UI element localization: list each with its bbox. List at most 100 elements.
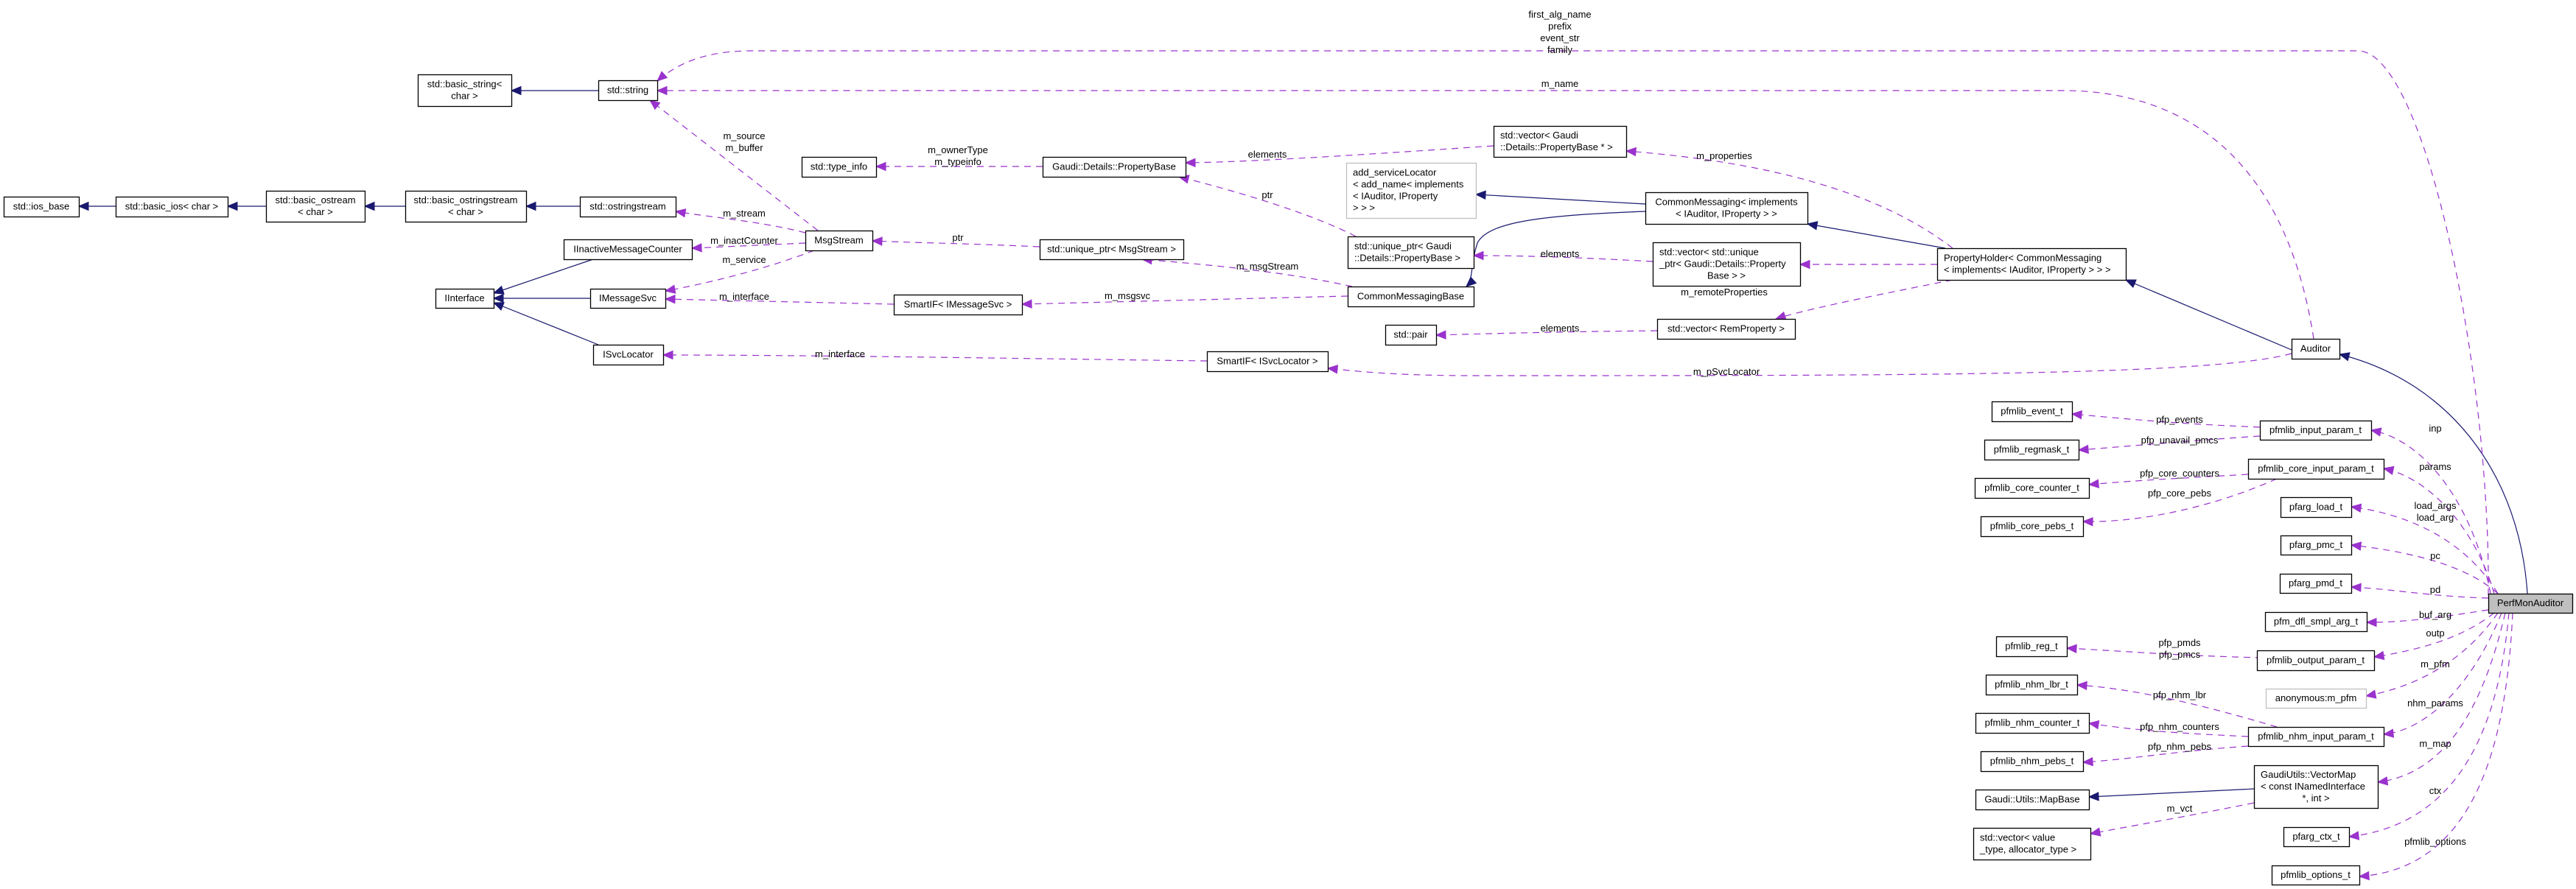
class-node-pair[interactable]: std::pair xyxy=(1385,324,1438,346)
node-label: pfmlib_core_input_param_t xyxy=(2258,463,2374,474)
node-label: std::basic_ios< char > xyxy=(125,201,218,212)
class-node-propertybase[interactable]: Gaudi::Details::PropertyBase xyxy=(1042,156,1187,178)
class-node-basic-ios[interactable]: std::basic_ios< char > xyxy=(115,196,229,218)
member-edge: ptr xyxy=(1177,175,1357,237)
edge-label: m_pSvcLocator xyxy=(1693,366,1760,377)
node-label: std::vector< Gaudi xyxy=(1500,130,1578,141)
node-label: *, int > xyxy=(2302,793,2329,804)
class-node-ios-base[interactable]: std::ios_base xyxy=(3,196,80,218)
edge-label: m_name xyxy=(1541,78,1579,89)
class-node-pfmlib-core-counter-t[interactable]: pfmlib_core_counter_t xyxy=(1974,477,2090,499)
class-node-basic-ostream[interactable]: std::basic_ostream< char > xyxy=(265,190,366,223)
node-label: std::unique_ptr< Gaudi xyxy=(1354,241,1452,252)
class-node-pfmlib-core-pebs-t[interactable]: pfmlib_core_pebs_t xyxy=(1980,516,2085,538)
node-label: std::pair xyxy=(1393,329,1428,340)
node-label: pfmlib_nhm_input_param_t xyxy=(2258,731,2374,742)
class-node-pfmlib-reg-t[interactable]: pfmlib_reg_t xyxy=(1995,636,2068,658)
class-node-unique-ptr-propertybase[interactable]: std::unique_ptr< Gaudi::Details::Propert… xyxy=(1347,236,1475,270)
edge-label: params xyxy=(2419,461,2451,472)
class-node-pfmlib-input-param-t[interactable]: pfmlib_input_param_t xyxy=(2259,420,2373,441)
class-node-pfmlib-nhm-input-param-t[interactable]: pfmlib_nhm_input_param_t xyxy=(2247,726,2385,748)
member-edge: pfp_core_counters xyxy=(2087,468,2249,488)
class-node-unique-ptr-msgstream[interactable]: std::unique_ptr< MsgStream > xyxy=(1039,239,1185,261)
node-label: Gaudi::Details::PropertyBase xyxy=(1052,161,1176,172)
inheritance-edge xyxy=(1806,221,1946,249)
class-node-pfmlib-regmask-t[interactable]: pfmlib_regmask_t xyxy=(1984,439,2080,461)
edge-label: family xyxy=(1547,44,1572,55)
class-node-iinactivemessagecounter[interactable]: IInactiveMessageCounter xyxy=(563,239,693,261)
node-label: < const INamedInterface xyxy=(2261,781,2365,792)
class-node-propertyholder[interactable]: PropertyHolder< CommonMessaging< impleme… xyxy=(1936,247,2127,281)
class-node-add-servicelocator[interactable]: add_serviceLocator< add_name< implements… xyxy=(1345,162,1477,219)
node-label: Auditor xyxy=(2300,343,2331,354)
class-node-pfmlib-core-input-param-t[interactable]: pfmlib_core_input_param_t xyxy=(2247,458,2385,480)
class-node-msgstream[interactable]: MsgStream xyxy=(805,230,874,252)
class-node-pfm-dfl-smpl-arg-t[interactable]: pfm_dfl_smpl_arg_t xyxy=(2264,611,2368,633)
edge-label: buf_arg xyxy=(2419,609,2451,620)
member-edge: pfp_unavail_pmcs xyxy=(2077,435,2261,454)
class-node-ostringstream[interactable]: std::ostringstream xyxy=(579,196,677,218)
class-node-auditor[interactable]: Auditor xyxy=(2291,338,2341,360)
class-node-vectormap[interactable]: GaudiUtils::VectorMap< const INamedInter… xyxy=(2253,765,2379,809)
node-label: pfmlib_core_counter_t xyxy=(1984,482,2079,493)
inheritance-edge xyxy=(2124,279,2292,351)
class-node-pfarg-load-t[interactable]: pfarg_load_t xyxy=(2280,496,2353,519)
edge-label: m_msgStream xyxy=(1236,261,1299,272)
class-node-pfmlib-options-t[interactable]: pfmlib_options_t xyxy=(2271,865,2361,886)
edge-label: load_arg xyxy=(2417,512,2454,523)
member-edge: m_msgsvc xyxy=(1021,290,1348,309)
class-node-basic-string[interactable]: std::basic_string<char > xyxy=(417,74,513,108)
class-node-smartif-imessagesvc[interactable]: SmartIF< IMessageSvc > xyxy=(893,294,1023,316)
node-label: ISvcLocator xyxy=(603,349,654,360)
member-edge: m_interface xyxy=(662,348,1208,362)
class-node-smartif-isvclocator[interactable]: SmartIF< ISvcLocator > xyxy=(1206,351,1329,373)
class-node-pfmlib-output-param-t[interactable]: pfmlib_output_param_t xyxy=(2256,650,2376,672)
class-node-mapbase[interactable]: Gaudi::Utils::MapBase xyxy=(1975,789,2090,811)
member-edge: outp xyxy=(2373,612,2495,661)
class-node-vector-remproperty[interactable]: std::vector< RemProperty > xyxy=(1656,318,1796,340)
class-node-basic-ostringstream[interactable]: std::basic_ostringstream< char > xyxy=(405,190,528,223)
edge-label: m_interface xyxy=(815,348,865,359)
node-label: SmartIF< ISvcLocator > xyxy=(1217,356,1317,367)
class-node-pfarg-pmc-t[interactable]: pfarg_pmc_t xyxy=(2280,535,2353,556)
class-node-iinterface[interactable]: IInterface xyxy=(435,288,495,309)
class-node-commonmessagingbase[interactable]: CommonMessagingBase xyxy=(1347,286,1475,308)
edge-label: elements xyxy=(1248,149,1287,160)
node-label: std::basic_ostream xyxy=(275,194,355,205)
class-node-vector-propertybase-ptr[interactable]: std::vector< Gaudi::Details::PropertyBas… xyxy=(1493,125,1628,158)
member-edge: pfp_nhm_pebs xyxy=(2082,741,2249,767)
class-node-pfarg-pmd-t[interactable]: pfarg_pmd_t xyxy=(2279,573,2353,594)
class-node-perfmonauditor[interactable]: PerfMonAuditor xyxy=(2488,593,2574,614)
class-node-string[interactable]: std::string xyxy=(598,80,659,102)
node-label: anonymous:m_pfm xyxy=(2275,692,2357,703)
node-label: _type, allocator_type > xyxy=(1979,844,2076,855)
class-node-vector-value-type[interactable]: std::vector< value_type, allocator_type … xyxy=(1973,827,2092,861)
edge-label: pc xyxy=(2430,550,2440,561)
class-node-anonymous-m-pfm[interactable]: anonymous:m_pfm xyxy=(2265,688,2367,709)
member-edge: pfp_events xyxy=(2071,410,2261,428)
class-node-isvclocator[interactable]: ISvcLocator xyxy=(592,344,665,366)
member-edge: m_inactCounter xyxy=(690,235,806,253)
class-node-type-info[interactable]: std::type_info xyxy=(801,156,878,178)
node-label: pfarg_ctx_t xyxy=(2292,831,2340,842)
class-node-imessagesvc[interactable]: IMessageSvc xyxy=(589,288,667,309)
class-node-pfmlib-nhm-pebs-t[interactable]: pfmlib_nhm_pebs_t xyxy=(1980,751,2085,773)
node-label: char > xyxy=(451,91,478,102)
edge-label: pfp_nhm_pebs xyxy=(2148,741,2212,752)
class-node-vector-unique-ptr[interactable]: std::vector< std::unique_ptr< Gaudi::Det… xyxy=(1652,242,1802,287)
class-node-pfmlib-nhm-counter-t[interactable]: pfmlib_nhm_counter_t xyxy=(1975,712,2090,734)
edge-label: m_pfm xyxy=(2421,658,2450,670)
node-label: ::Details::PropertyBase * > xyxy=(1500,141,1613,152)
class-node-pfmlib-event-t[interactable]: pfmlib_event_t xyxy=(1991,401,2073,423)
class-node-commonmessaging[interactable]: CommonMessaging< implements< IAuditor, I… xyxy=(1645,191,1809,225)
node-label: std::basic_ostringstream xyxy=(414,194,518,205)
member-edge: pfmlib_options xyxy=(2358,612,2513,881)
edge-label: elements xyxy=(1541,248,1580,259)
edge-label: m_remoteProperties xyxy=(1681,287,1768,298)
class-node-pfarg-ctx-t[interactable]: pfarg_ctx_t xyxy=(2283,826,2351,848)
class-node-pfmlib-nhm-lbr-t[interactable]: pfmlib_nhm_lbr_t xyxy=(1985,674,2079,696)
